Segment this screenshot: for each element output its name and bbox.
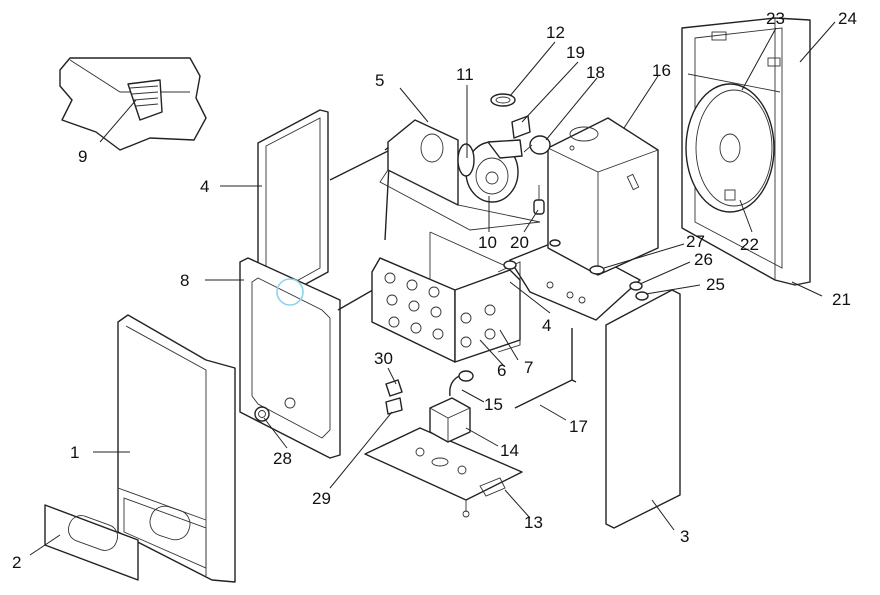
- label-15: 15: [484, 395, 503, 414]
- leader-lines: [29, 21, 836, 556]
- part-2-small-panel: [44, 504, 139, 581]
- label-23: 23: [766, 9, 785, 28]
- label-1: 1: [70, 443, 79, 462]
- label-18: 18: [586, 63, 605, 82]
- part-29-bracket: [385, 397, 403, 415]
- part-16-casing-box: [547, 117, 659, 276]
- part-4-side-panel: [257, 109, 329, 307]
- label-14: 14: [500, 441, 519, 460]
- label-27: 27: [686, 232, 705, 251]
- label-4-side-panel: 4: [200, 177, 209, 196]
- callout-labels: 1 2 3 4 4 5 6 7 8 9 10 11 12 13 14 15 16…: [12, 9, 857, 572]
- label-24: 24: [838, 9, 857, 28]
- label-22: 22: [740, 235, 759, 254]
- part-20-valve: [533, 185, 545, 215]
- label-25: 25: [706, 275, 725, 294]
- label-3: 3: [680, 527, 689, 546]
- part-6-combustion-chamber: [371, 231, 521, 363]
- pipe-connector-top: [503, 239, 561, 270]
- label-16: 16: [652, 61, 671, 80]
- part-5-fan-bracket: [379, 119, 541, 231]
- part-17-rod: [514, 328, 577, 409]
- label-21: 21: [832, 290, 851, 309]
- part-22-expansion-vessel: [685, 83, 775, 213]
- part-10-fan-assembly: [457, 139, 523, 203]
- label-9: 9: [78, 147, 87, 166]
- label-10: 10: [478, 233, 497, 252]
- part-25-fitting: [635, 291, 649, 301]
- label-12: 12: [546, 23, 565, 42]
- part-1-front-panel: [117, 314, 236, 583]
- part-30-bracket: [385, 379, 403, 397]
- part-18-sensor: [523, 135, 551, 155]
- part-12-seal-ring: [490, 93, 516, 107]
- label-30: 30: [374, 349, 393, 368]
- label-28: 28: [273, 449, 292, 468]
- part-3-right-panel: [605, 289, 681, 529]
- part-8-chamber-cover: [239, 257, 341, 459]
- part-14-gas-valve: [429, 397, 471, 443]
- part-13-base-plate: [364, 427, 523, 518]
- label-8: 8: [180, 271, 189, 290]
- part-19-plate: [511, 115, 531, 139]
- label-20: 20: [510, 233, 529, 252]
- label-13: 13: [524, 513, 543, 532]
- label-29: 29: [312, 489, 331, 508]
- label-17: 17: [569, 417, 588, 436]
- part-27-fitting: [589, 265, 605, 275]
- label-4-chamber: 4: [542, 316, 551, 335]
- label-6: 6: [497, 361, 506, 380]
- label-11: 11: [456, 65, 474, 84]
- part-9-detail-inset: [59, 57, 207, 151]
- label-5: 5: [375, 71, 384, 90]
- part-28-fitting: [254, 406, 270, 422]
- part-15-hose: [449, 370, 474, 397]
- label-2: 2: [12, 553, 21, 572]
- label-26: 26: [694, 250, 713, 269]
- label-19: 19: [566, 43, 585, 62]
- part-26-fitting: [629, 281, 643, 291]
- label-7: 7: [524, 358, 533, 377]
